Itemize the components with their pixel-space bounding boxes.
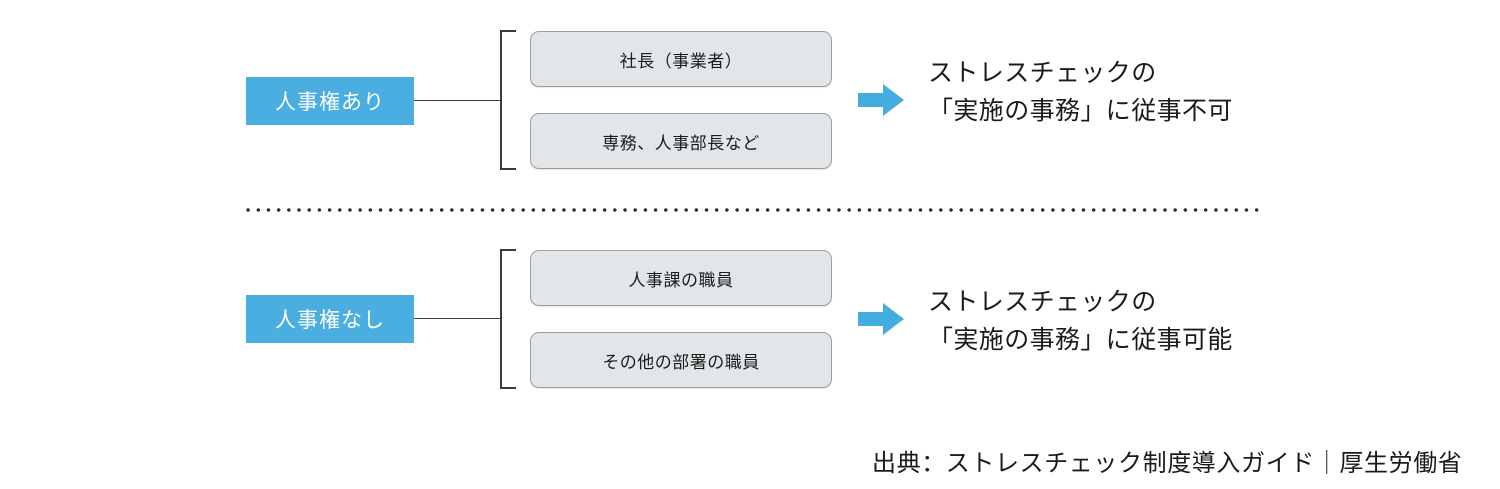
- outcome-line-1: ストレスチェックの: [928, 288, 1157, 316]
- outcome-text-without-authority: ストレスチェックの 「実施の事務」に従事可能: [928, 283, 1233, 359]
- item-box: 専務、人事部長など: [530, 113, 832, 169]
- outcome-line-1: ストレスチェックの: [928, 59, 1157, 87]
- item-box: 人事課の職員: [530, 250, 832, 306]
- right-arrow-icon: [858, 303, 904, 335]
- dotted-divider: [243, 208, 1261, 212]
- category-label-with-authority: 人事権あり: [246, 77, 414, 125]
- source-attribution: 出典：ストレスチェック制度導入ガイド｜厚生労働省: [872, 450, 1463, 477]
- outcome-line-2: 「実施の事務」に従事不可: [928, 97, 1233, 125]
- right-arrow-icon: [858, 84, 904, 116]
- bracket-with-authority: [500, 30, 516, 170]
- connector-line-with-authority: [414, 100, 500, 101]
- connector-line-without-authority: [414, 318, 500, 319]
- item-box: その他の部署の職員: [530, 332, 832, 388]
- category-label-without-authority: 人事権なし: [246, 295, 414, 343]
- bracket-without-authority: [500, 249, 516, 389]
- item-box: 社長（事業者）: [530, 31, 832, 87]
- outcome-line-2: 「実施の事務」に従事可能: [928, 326, 1233, 354]
- outcome-text-with-authority: ストレスチェックの 「実施の事務」に従事不可: [928, 54, 1233, 130]
